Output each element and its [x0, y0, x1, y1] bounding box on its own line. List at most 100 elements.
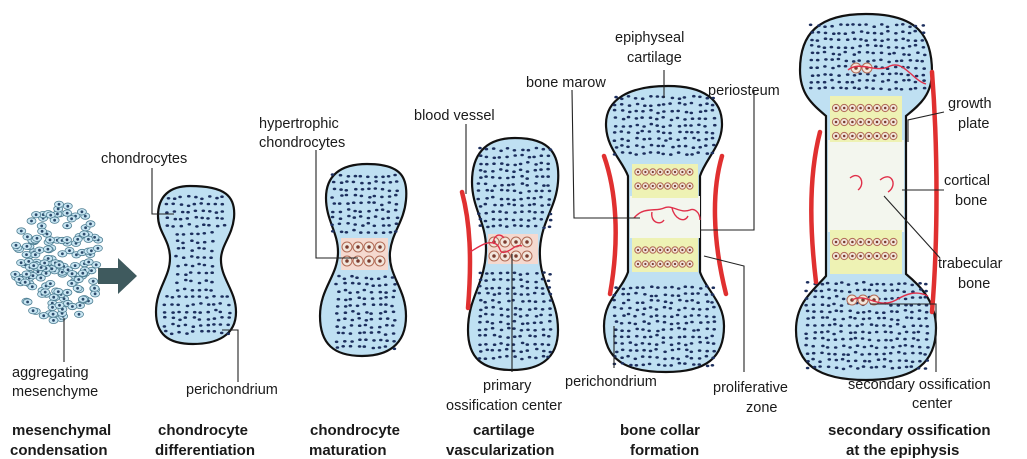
chondrocyte-dot: [526, 161, 530, 164]
chondrocyte-dot: [540, 190, 544, 193]
chondrocyte-dot: [541, 343, 545, 346]
chondrocyte-dot: [337, 275, 341, 278]
chondrocyte-dot: [851, 81, 855, 84]
chondrocyte-dot: [657, 137, 661, 140]
cell-nucleus: [681, 185, 683, 187]
chondrocyte-dot: [210, 250, 214, 253]
chondrocyte-dot: [685, 153, 689, 156]
chondrocyte-dot: [541, 211, 545, 214]
chondrocyte-dot: [670, 119, 674, 122]
chondrocyte-dot: [697, 314, 701, 317]
chondrocyte-dot: [621, 151, 625, 154]
cell-nucleus: [58, 263, 61, 266]
chondrocyte-dot: [643, 104, 647, 107]
chondrocyte-dot: [505, 225, 509, 228]
chondrocyte-dot: [498, 356, 502, 359]
chondrocyte-dot: [902, 290, 906, 293]
chondrocyte-dot: [203, 256, 207, 259]
chondrocyte-dot: [528, 156, 532, 159]
chondrocyte-dot: [335, 341, 339, 344]
chondrocyte-dot: [894, 66, 898, 69]
chondrocyte-dot: [831, 87, 835, 90]
chondrocyte-dot: [642, 349, 646, 352]
chondrocyte-dot: [218, 302, 222, 305]
chondrocyte-dot: [167, 197, 171, 200]
chondrocyte-dot: [615, 320, 619, 323]
chondrocyte-dot: [491, 196, 495, 199]
chondrocyte-dot: [520, 154, 524, 157]
chondrocyte-dot: [333, 202, 337, 205]
chondrocyte-dot: [628, 111, 632, 114]
chondrocyte-dot: [636, 286, 640, 289]
chondrocyte-dot: [393, 319, 397, 322]
chondrocyte-dot: [368, 182, 372, 185]
chondrocyte-dot: [834, 346, 838, 349]
chondrocyte-dot: [655, 118, 659, 121]
chondrocyte-dot: [365, 311, 369, 314]
chondrocyte-dot: [676, 314, 680, 317]
chondrocyte-dot: [499, 168, 503, 171]
chondrocyte-dot: [844, 46, 848, 49]
chondrocyte-dot: [862, 281, 866, 284]
chondrocyte-dot: [477, 189, 481, 192]
chondrocyte-dot: [669, 336, 673, 339]
chondrocyte-dot: [212, 303, 216, 306]
cell-nucleus: [674, 249, 676, 251]
chondrocyte-dot: [184, 296, 188, 299]
chondrocyte-dot: [821, 303, 825, 306]
chondrocyte-dot: [546, 168, 550, 171]
chondrocyte-dot: [670, 323, 674, 326]
chondrocyte-dot: [853, 53, 857, 56]
chondrocyte-dot: [214, 203, 218, 206]
chondrocyte-dot: [513, 293, 517, 296]
chondrocyte-dot: [372, 303, 376, 306]
chondrocyte-dot: [823, 81, 827, 84]
stage-1-line1: mesenchymal: [12, 422, 111, 439]
chondrocyte-dot: [367, 222, 371, 225]
cell-nucleus: [689, 185, 691, 187]
chondrocyte-dot: [877, 358, 881, 361]
chondrocyte-dot: [635, 349, 639, 352]
chondrocyte-dot: [527, 197, 531, 200]
cell-nucleus: [57, 290, 60, 293]
chondrocyte-dot: [519, 169, 523, 172]
cell-nucleus: [14, 273, 17, 276]
chondrocyte-dot: [534, 281, 538, 284]
chondrocyte-dot: [841, 338, 845, 341]
chondrocyte-dot: [817, 45, 821, 48]
chondrocyte-dot: [860, 323, 864, 326]
chondrocyte-dot: [806, 367, 810, 370]
chondrocyte-dot: [923, 353, 927, 356]
chondrocyte-dot: [830, 58, 834, 61]
chondrocyte-dot: [189, 280, 193, 283]
chondrocyte-dot: [546, 184, 550, 187]
cell-nucleus: [66, 224, 69, 227]
chondrocyte-dot: [698, 357, 702, 360]
chondrocyte-dot: [395, 190, 399, 193]
cell-nucleus: [644, 249, 646, 251]
chondrocyte-dot: [521, 342, 525, 345]
chondrocyte-dot: [478, 334, 482, 337]
chondrocyte-dot: [677, 309, 681, 312]
chondrocyte-dot: [200, 330, 204, 333]
chondrocyte-dot: [382, 231, 386, 234]
chondrocyte-dot: [634, 323, 638, 326]
chondrocyte-dot: [197, 272, 201, 275]
cell-nucleus: [674, 263, 676, 265]
chondrocyte-dot: [506, 272, 510, 275]
chondrocyte-dot: [190, 233, 194, 236]
chondrocyte-dot: [365, 277, 369, 280]
chondrocyte-dot: [341, 345, 345, 348]
chondrocyte-dot: [613, 294, 617, 297]
chondrocyte-dot: [712, 342, 716, 345]
cell-nucleus: [378, 245, 382, 249]
chondrocyte-dot: [832, 303, 836, 306]
cell-nucleus: [652, 263, 654, 265]
chondrocyte-dot: [614, 96, 618, 99]
chondrocyte-dot: [861, 331, 865, 334]
chondrocyte-dot: [811, 358, 815, 361]
chondrocyte-dot: [842, 368, 846, 371]
chondrocyte-dot: [678, 336, 682, 339]
chondrocyte-dot: [907, 79, 911, 82]
chondrocyte-dot: [662, 328, 666, 331]
